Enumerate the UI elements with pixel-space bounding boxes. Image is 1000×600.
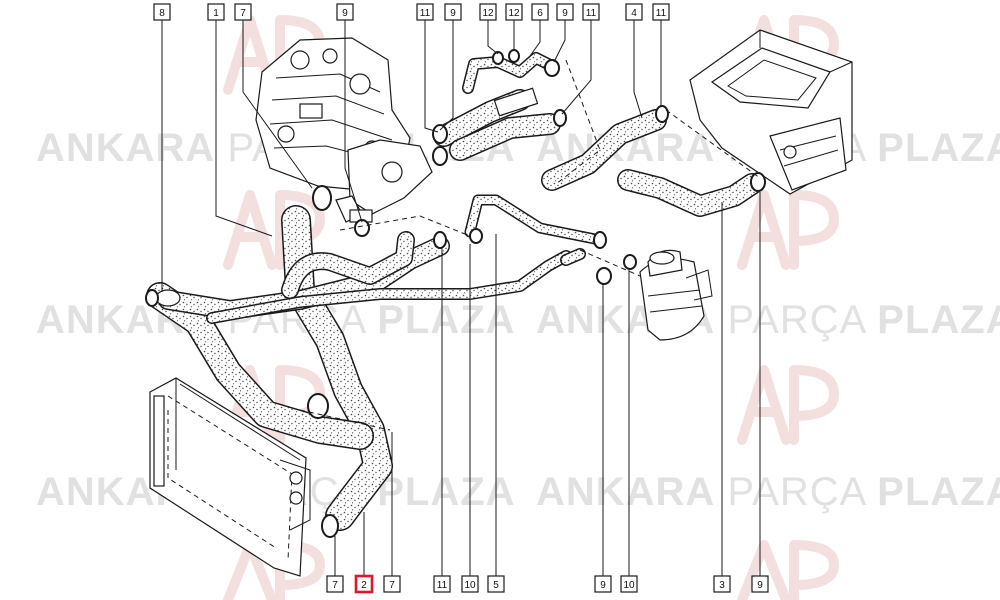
callout-2-highlighted: 2 [354,574,374,594]
watermark-text-row2-right: ANKARA PARÇA PLAZA [536,298,1000,342]
clamp-9-b [432,146,448,166]
svg-text:3: 3 [719,580,725,591]
hose-upper-loop [281,231,415,299]
clamp-7-top [312,185,332,211]
callout-7-bottom-b: 7 [383,575,401,593]
radiator [149,377,311,577]
clamp-7-bottom [307,393,329,419]
callout-9-bottom-a: 9 [594,575,612,593]
clamp-11-heater [655,105,669,123]
callout-9-top-a: 9 [336,3,354,21]
clamp-9-tank [596,267,612,285]
engine-block [255,37,433,223]
clamp-9-top [544,59,560,77]
dashed-reference-lines [299,59,761,431]
leader-lines [161,20,761,576]
watermark-logo-bottom [223,540,839,600]
callout-10-bottom-a: 10 [461,575,479,593]
svg-text:7: 7 [389,580,395,591]
svg-text:8: 8 [159,8,165,19]
callout-4: 4 [625,3,643,21]
expansion-tank [639,249,713,341]
hose-lower-radiator [146,282,374,450]
heater-box [689,29,853,195]
svg-text:4: 4 [631,8,637,19]
hose-12 [462,52,558,94]
svg-text:1: 1 [213,8,219,19]
callout-11-bottom: 11 [433,575,451,593]
clamp-12-b [508,49,520,63]
callout-11-top-b: 11 [582,3,600,21]
svg-text:10: 10 [623,580,635,591]
svg-text:7: 7 [332,580,338,591]
clamp-10-tank [623,254,637,270]
svg-text:11: 11 [437,580,448,591]
svg-text:5: 5 [493,580,499,591]
svg-text:9: 9 [450,8,456,19]
clamp-5-tank [593,231,607,249]
callout-3: 3 [713,575,731,593]
clamp-9-a [432,124,448,144]
svg-text:7: 7 [240,8,246,19]
svg-text:11: 11 [420,8,431,19]
callout-7-top: 7 [234,3,252,21]
callout-6: 6 [531,3,549,21]
svg-text:9: 9 [600,580,606,591]
watermark-text-row3-right: ANKARA PARÇA PLAZA [536,470,1000,514]
hose-4 [541,109,667,191]
hose-8 [158,236,450,320]
svg-text:11: 11 [656,8,667,19]
svg-text:11: 11 [586,8,597,19]
svg-text:2: 2 [361,580,367,591]
svg-text:9: 9 [757,580,763,591]
clamp-8-junction [145,289,159,307]
clamp-9-heater [750,172,766,192]
clamp-12-a [492,51,504,65]
clamps [145,49,766,538]
clamp-7-radiator [321,514,339,538]
hose-3 [617,169,763,217]
hose-tank-short [560,248,586,266]
callout-12-a: 12 [479,3,497,21]
callout-11-top-a: 11 [416,3,434,21]
clamp-9-thermostat [354,219,370,237]
clamp-11-a [553,109,567,127]
callout-10-bottom-b: 10 [620,575,638,593]
svg-text:12: 12 [508,8,520,19]
callout-9-top-b: 9 [444,3,462,21]
callout-5: 5 [487,575,505,593]
svg-text:9: 9 [342,8,348,19]
callout-9-top-c: 9 [556,3,574,21]
callouts-bottom-row: 7 2 7 11 10 5 9 10 3 9 [326,574,769,594]
svg-text:9: 9 [562,8,568,19]
pump-outlet [493,87,539,117]
hoses [146,52,763,531]
hose-5 [464,194,606,246]
svg-text:10: 10 [464,580,476,591]
clamp-10-a [469,228,483,244]
callout-1: 1 [207,3,225,21]
hose-upper-heater-b [449,113,561,161]
clamp-11-lower [433,231,447,249]
callout-7-bottom-a: 7 [326,575,344,593]
svg-text:12: 12 [482,8,494,19]
callout-8: 8 [153,3,171,21]
callout-9-bottom-b: 9 [751,575,769,593]
callout-12-b: 12 [505,3,523,21]
callout-11-top-c: 11 [652,3,670,21]
svg-text:6: 6 [537,8,543,19]
callouts-top-row: 8 1 7 9 11 9 12 12 6 9 11 4 11 [153,3,670,21]
junction-left [155,289,181,307]
